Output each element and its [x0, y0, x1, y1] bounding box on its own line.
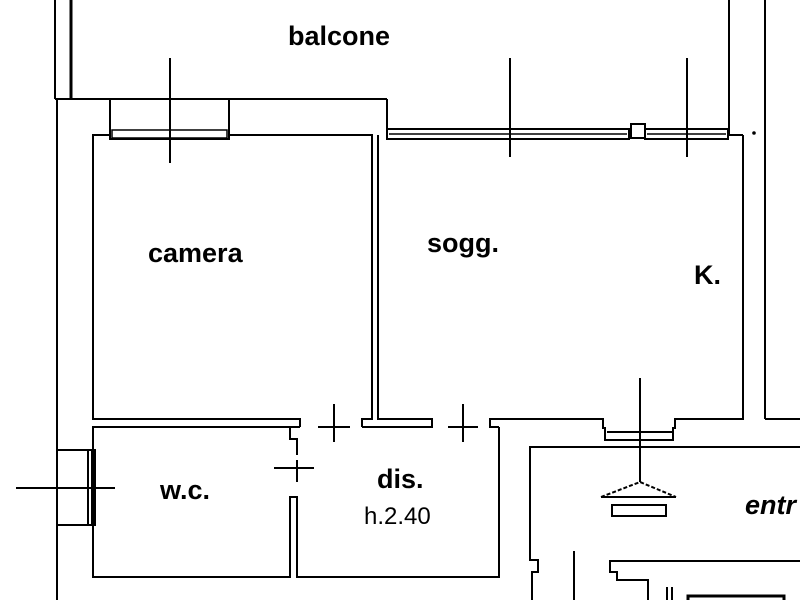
- hallway-height: h.2.40: [364, 503, 431, 530]
- room-label-kitchen: K.: [694, 260, 721, 290]
- doormat: [611, 504, 667, 517]
- window-living: [386, 128, 630, 140]
- room-label-entrance: entr: [745, 490, 797, 520]
- pillar: [630, 123, 646, 139]
- room-label-living: sogg.: [427, 228, 499, 258]
- room-label-bedroom: camera: [148, 238, 243, 268]
- bedroom-wall: [229, 134, 373, 427]
- living-wall: [489, 135, 744, 441]
- living-wall: [362, 135, 433, 428]
- room-label-bathroom: w.c.: [160, 475, 211, 505]
- entrance-wall: [529, 446, 800, 600]
- bedroom-wall: [92, 134, 301, 427]
- stair-arrow-icon: [600, 480, 677, 498]
- room-label-hallway: dis.: [377, 464, 424, 494]
- room-label-balcony: balcone: [288, 21, 391, 51]
